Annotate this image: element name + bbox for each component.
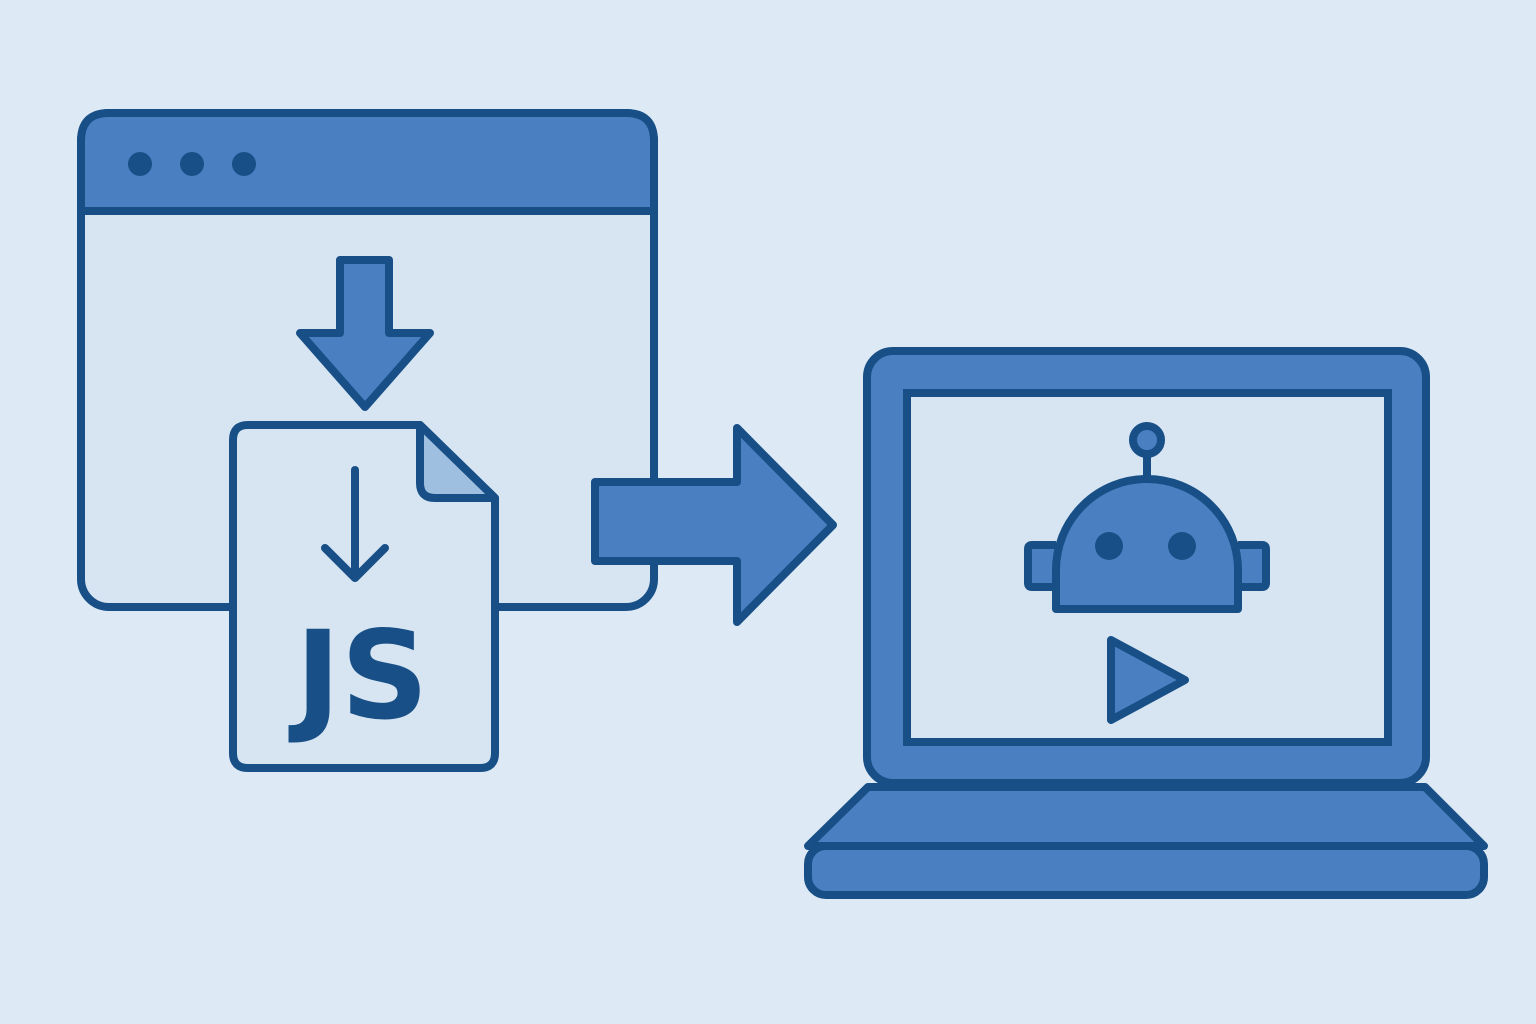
laptop-keyboard-deck <box>804 783 1488 850</box>
browser-title-bar <box>77 109 658 215</box>
robot-left-eye <box>1095 532 1123 560</box>
laptop-base <box>804 842 1488 899</box>
js-file-label: JS <box>288 605 428 747</box>
window-dot-1 <box>128 152 152 176</box>
robot-left-ear <box>1024 541 1056 591</box>
robot-antenna-tip <box>1129 422 1165 458</box>
window-dot-3 <box>232 152 256 176</box>
js-file-icon: JS <box>229 421 499 772</box>
window-dot-2 <box>180 152 204 176</box>
robot-head <box>1052 475 1242 613</box>
robot-right-eye <box>1168 532 1196 560</box>
download-arrow-icon <box>296 256 434 411</box>
js-file-fold <box>416 421 499 502</box>
robot-icon <box>1024 422 1270 613</box>
right-arrow-icon <box>591 424 837 626</box>
robot-right-ear <box>1238 541 1270 591</box>
js-file-body <box>229 421 499 772</box>
file-download-arrow-icon <box>321 466 389 582</box>
play-icon <box>1107 636 1189 724</box>
